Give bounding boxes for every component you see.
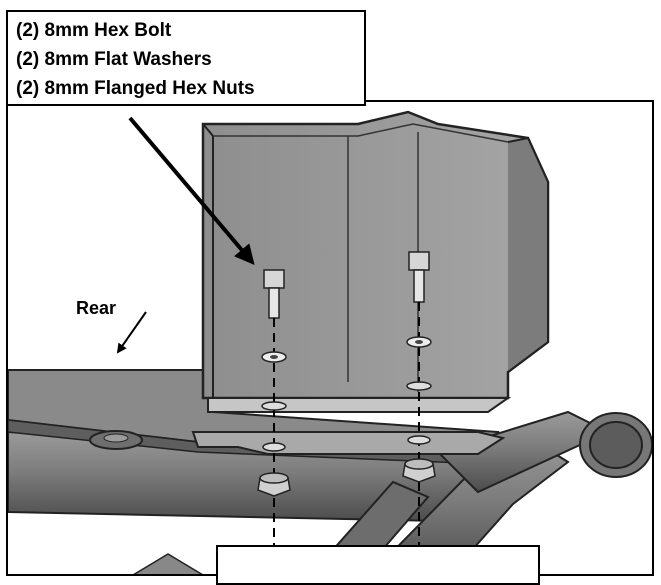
hardware-callout: (2) 8mm Hex Bolt (2) 8mm Flat Washers (2… bbox=[6, 10, 366, 106]
callout-line-flanged-nuts: (2) 8mm Flanged Hex Nuts bbox=[16, 78, 255, 99]
hardware-right bbox=[402, 251, 436, 574]
callout-line-flat-washers: (2) 8mm Flat Washers bbox=[16, 49, 212, 70]
bracket-shroud bbox=[201, 110, 550, 413]
callout-line-hex-bolt: (2) 8mm Hex Bolt bbox=[16, 20, 172, 41]
diagram-frame bbox=[6, 100, 654, 576]
frame-tube-angled bbox=[369, 410, 652, 574]
bottom-callout-box bbox=[216, 545, 540, 585]
hardware-left bbox=[257, 269, 291, 574]
rear-label: Rear bbox=[76, 298, 117, 318]
assembly-illustration bbox=[8, 110, 652, 574]
